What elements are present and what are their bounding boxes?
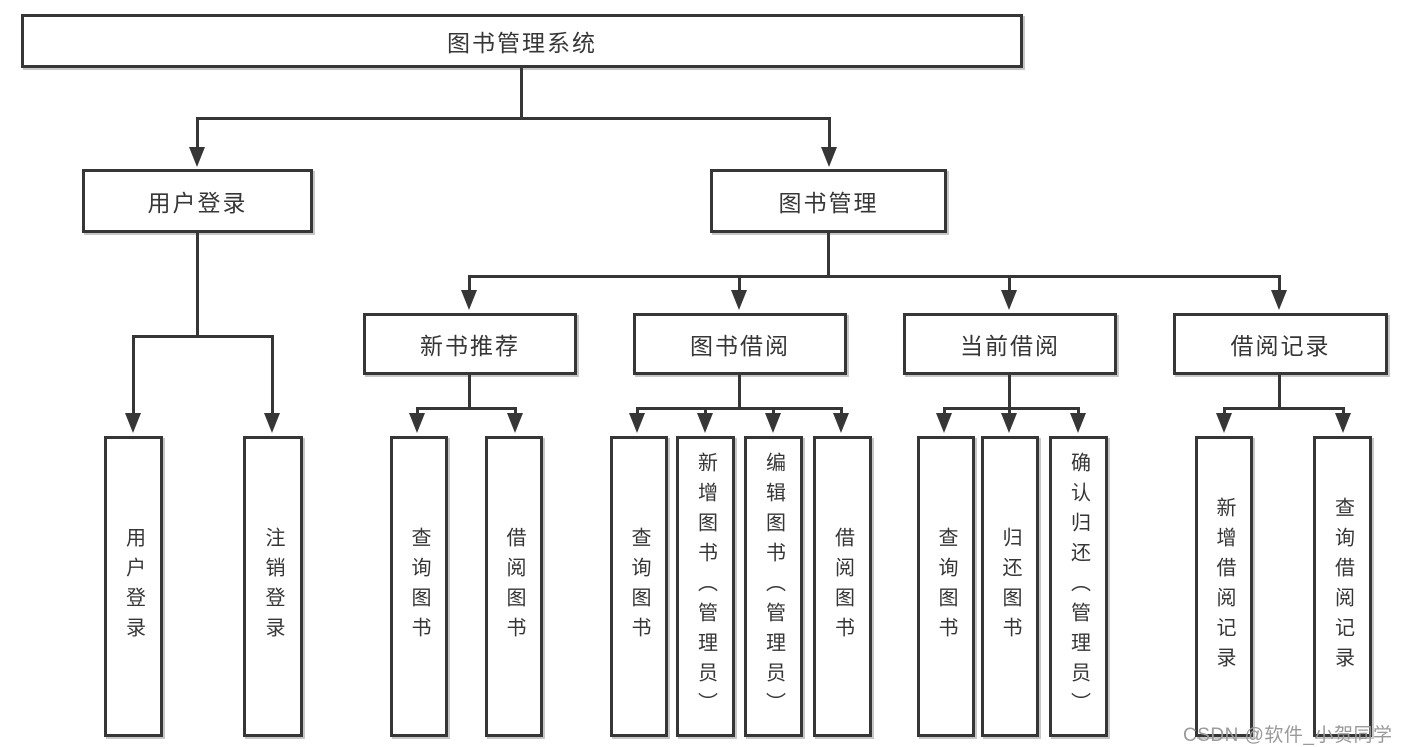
leaf-logout: 注销登录 [243, 436, 303, 737]
connector-line [1008, 375, 1011, 407]
arrow-down-icon [125, 413, 141, 433]
node-book-management: 图书管理 [710, 169, 947, 233]
connector-line [1278, 375, 1281, 407]
arrow-down-icon [409, 413, 425, 433]
node-library-system: 图书管理系统 [21, 14, 1023, 68]
arrow-down-icon [821, 147, 837, 167]
arrow-down-icon [1070, 413, 1086, 433]
arrow-down-icon [264, 413, 280, 433]
node-label: 编辑图书（管理员） [762, 451, 785, 722]
connector-line [636, 407, 843, 410]
connector-line [943, 407, 946, 417]
connector-line [416, 407, 419, 417]
connector-line [828, 117, 831, 149]
node-user-login: 用户登录 [82, 169, 313, 233]
arrow-down-icon [629, 413, 645, 433]
arrow-down-icon [461, 290, 477, 310]
connector-line [1008, 275, 1011, 292]
connector-line [468, 275, 471, 292]
connector-line [636, 407, 639, 417]
connector-line [704, 407, 707, 417]
connector-line [738, 275, 741, 292]
node-label: 用户登录 [147, 190, 248, 216]
arrow-down-icon [1216, 413, 1232, 433]
node-label: 借阅图书 [831, 526, 854, 647]
node-label: 注销登录 [262, 526, 284, 647]
connector-line [271, 335, 274, 415]
node-label: 图书借阅 [690, 333, 790, 359]
node-label: 借阅图书 [503, 526, 525, 647]
connector-line [738, 375, 741, 407]
node-book-borrowing: 图书借阅 [633, 313, 847, 375]
node-label: 查询图书 [628, 526, 650, 647]
node-label: 归还图书 [999, 526, 1021, 647]
leaf-add-books-admin: 新增图书（管理员） [676, 436, 735, 737]
leaf-query-borrow-record: 查询借阅记录 [1313, 436, 1372, 737]
arrow-down-icon [189, 147, 205, 167]
arrow-down-icon [507, 413, 523, 433]
leaf-borrow-books-recommend: 借阅图书 [485, 436, 543, 737]
leaf-add-borrow-record: 新增借阅记录 [1195, 436, 1253, 737]
connector-line [772, 407, 775, 417]
arrow-down-icon [1001, 290, 1017, 310]
node-label: 借阅记录 [1230, 333, 1331, 359]
connector-line [1342, 407, 1345, 417]
leaf-confirm-return-admin: 确认归还（管理员） [1049, 436, 1108, 737]
arrow-down-icon [1001, 413, 1017, 433]
connector-line [132, 335, 135, 415]
connector-line [1223, 407, 1226, 417]
connector-line [416, 407, 517, 410]
node-label: 查询图书 [408, 526, 430, 647]
connector-line [196, 233, 199, 335]
connector-line [468, 275, 1281, 278]
arrow-down-icon [1271, 290, 1287, 310]
leaf-query-books-current: 查询图书 [917, 436, 975, 737]
connector-line [1223, 407, 1344, 410]
arrow-down-icon [1335, 413, 1351, 433]
node-label: 当前借阅 [960, 333, 1060, 359]
connector-line [514, 407, 517, 417]
leaf-user-login: 用户登录 [104, 436, 163, 737]
node-label: 查询借阅记录 [1331, 496, 1354, 677]
connector-line [840, 407, 843, 417]
connector-line [196, 117, 199, 149]
connector-line [1008, 407, 1011, 417]
node-label: 新增图书（管理员） [694, 451, 717, 722]
leaf-query-books-recommend: 查询图书 [390, 436, 448, 737]
arrow-down-icon [731, 290, 747, 310]
node-label: 图书管理系统 [447, 30, 597, 56]
connector-line [520, 68, 523, 117]
node-label: 查询图书 [935, 526, 957, 647]
node-new-book-recommendation: 新书推荐 [363, 313, 577, 375]
leaf-borrow-books: 借阅图书 [813, 436, 872, 737]
node-label: 新增借阅记录 [1213, 496, 1235, 677]
connector-line [468, 375, 471, 407]
connector-line [827, 233, 830, 275]
csdn-watermark: CSDN @软件_小贺同学 [1183, 725, 1393, 746]
connector-line [132, 335, 274, 338]
connector-line [943, 407, 1080, 410]
node-label: 新书推荐 [420, 333, 520, 359]
leaf-return-books: 归还图书 [981, 436, 1039, 737]
node-borrowing-records: 借阅记录 [1173, 313, 1388, 375]
leaf-edit-books-admin: 编辑图书（管理员） [744, 436, 803, 737]
node-label: 确认归还（管理员） [1067, 451, 1090, 722]
connector-line [196, 117, 830, 120]
connector-line [1278, 275, 1281, 292]
arrow-down-icon [765, 413, 781, 433]
node-label: 图书管理 [778, 190, 879, 216]
connector-line [1077, 407, 1080, 417]
node-label: 用户登录 [122, 526, 145, 647]
arrow-down-icon [936, 413, 952, 433]
leaf-query-books-borrowing: 查询图书 [610, 436, 668, 737]
arrow-down-icon [697, 413, 713, 433]
node-current-borrowing: 当前借阅 [903, 313, 1117, 375]
arrow-down-icon [833, 413, 849, 433]
